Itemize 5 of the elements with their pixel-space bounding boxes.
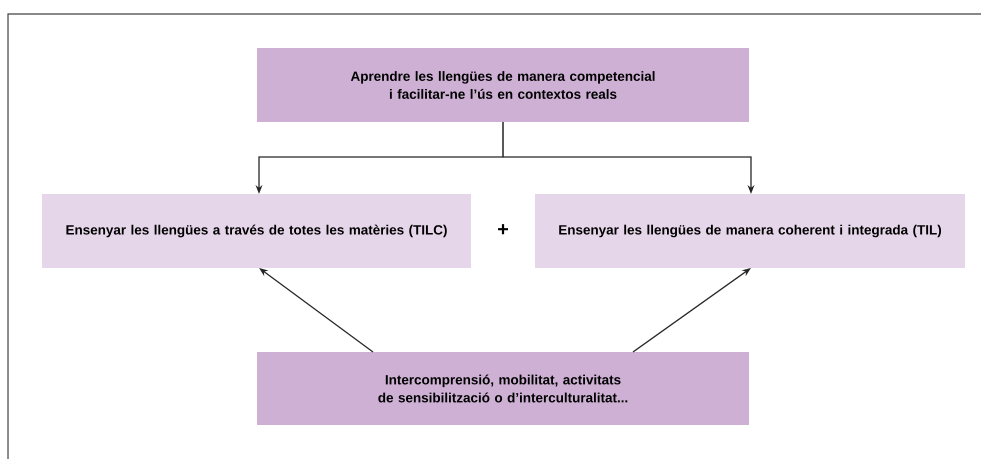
text-box: Aprendre les llengües de manera competencial i facilitar-ne l’ús en contextos reals <box>257 48 749 122</box>
text-box: Ensenyar les llengües de manera coherent i integrada (TIL) <box>535 194 965 268</box>
text-box: Intercomprensió, mobilitat, activitats de sensibilització o d’interculturalitat... <box>257 352 749 425</box>
plus-sign: + <box>498 224 508 234</box>
text-box: Ensenyar les llengües a través de totes les matèries (TILC) <box>42 194 471 268</box>
